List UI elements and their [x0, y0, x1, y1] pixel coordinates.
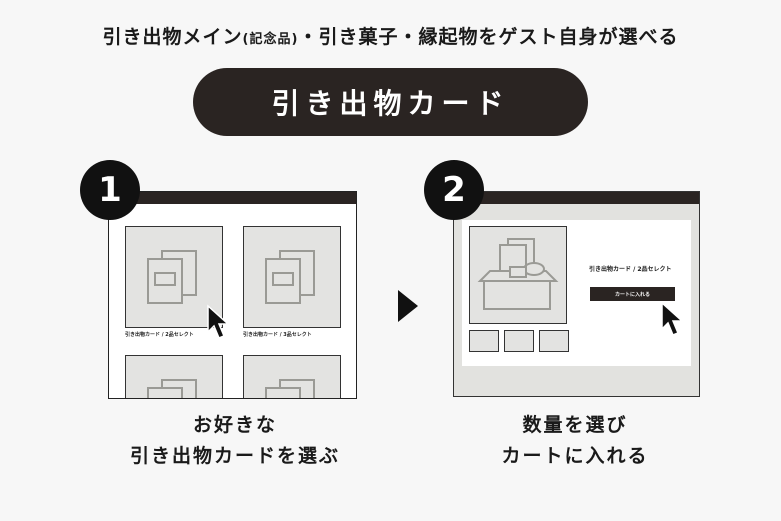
gift-box-icon — [477, 238, 559, 310]
product-tile[interactable] — [243, 355, 341, 398]
card-image-icon — [147, 250, 197, 304]
headline-paren: (記念品) — [242, 32, 299, 47]
card-image-icon — [265, 250, 315, 304]
thumbnail[interactable] — [504, 330, 534, 352]
caption-line: 引き出物カードを選ぶ — [129, 445, 340, 467]
add-to-cart-button[interactable]: カートに入れる — [590, 287, 675, 301]
tile-label[interactable]: 引き出物カード / 2品セレクト — [125, 332, 194, 338]
mouse-pointer-icon — [207, 304, 230, 339]
product-tile[interactable] — [125, 355, 223, 398]
caption-line: カートに入れる — [501, 445, 649, 467]
step-number: 1 — [98, 170, 122, 210]
step-badge-2: 2 — [424, 160, 484, 220]
step1-caption: お好きな 引き出物カードを選ぶ — [100, 410, 370, 472]
page-title: 引き出物カード — [271, 87, 510, 120]
step1-screen: 引き出物カード / 2品セレクト 引き出物カード / 3品セレクト — [108, 191, 357, 399]
step-badge-1: 1 — [80, 160, 140, 220]
title-pill: 引き出物カード — [193, 68, 588, 136]
caption-line: 数量を選び — [522, 414, 628, 436]
product-tile[interactable] — [243, 226, 341, 328]
product-title: 引き出物カード / 2品セレクト — [589, 266, 672, 273]
caption-line: お好きな — [192, 414, 277, 436]
product-tile[interactable] — [125, 226, 223, 328]
card-image-icon — [147, 379, 197, 398]
product-image — [469, 226, 567, 324]
step-number: 2 — [442, 170, 466, 210]
browser-bar — [454, 192, 699, 204]
headline-rest: ・引き菓子・縁起物をゲスト自身が選べる — [298, 26, 679, 48]
mouse-pointer-icon — [661, 301, 684, 336]
thumbnail[interactable] — [469, 330, 499, 352]
page-headline: 引き出物メイン(記念品)・引き菓子・縁起物をゲスト自身が選べる — [0, 22, 781, 49]
play-arrow-icon — [398, 290, 418, 322]
headline-main: 引き出物メイン — [102, 26, 243, 48]
browser-bar — [109, 192, 356, 204]
product-detail-panel: 引き出物カード / 2品セレクト カートに入れる — [462, 220, 691, 366]
add-to-cart-label: カートに入れる — [614, 291, 650, 298]
card-image-icon — [265, 379, 315, 398]
thumbnail[interactable] — [539, 330, 569, 352]
step2-screen: 引き出物カード / 2品セレクト カートに入れる — [453, 191, 700, 397]
tile-label[interactable]: 引き出物カード / 3品セレクト — [243, 332, 312, 338]
step2-caption: 数量を選び カートに入れる — [445, 410, 705, 472]
